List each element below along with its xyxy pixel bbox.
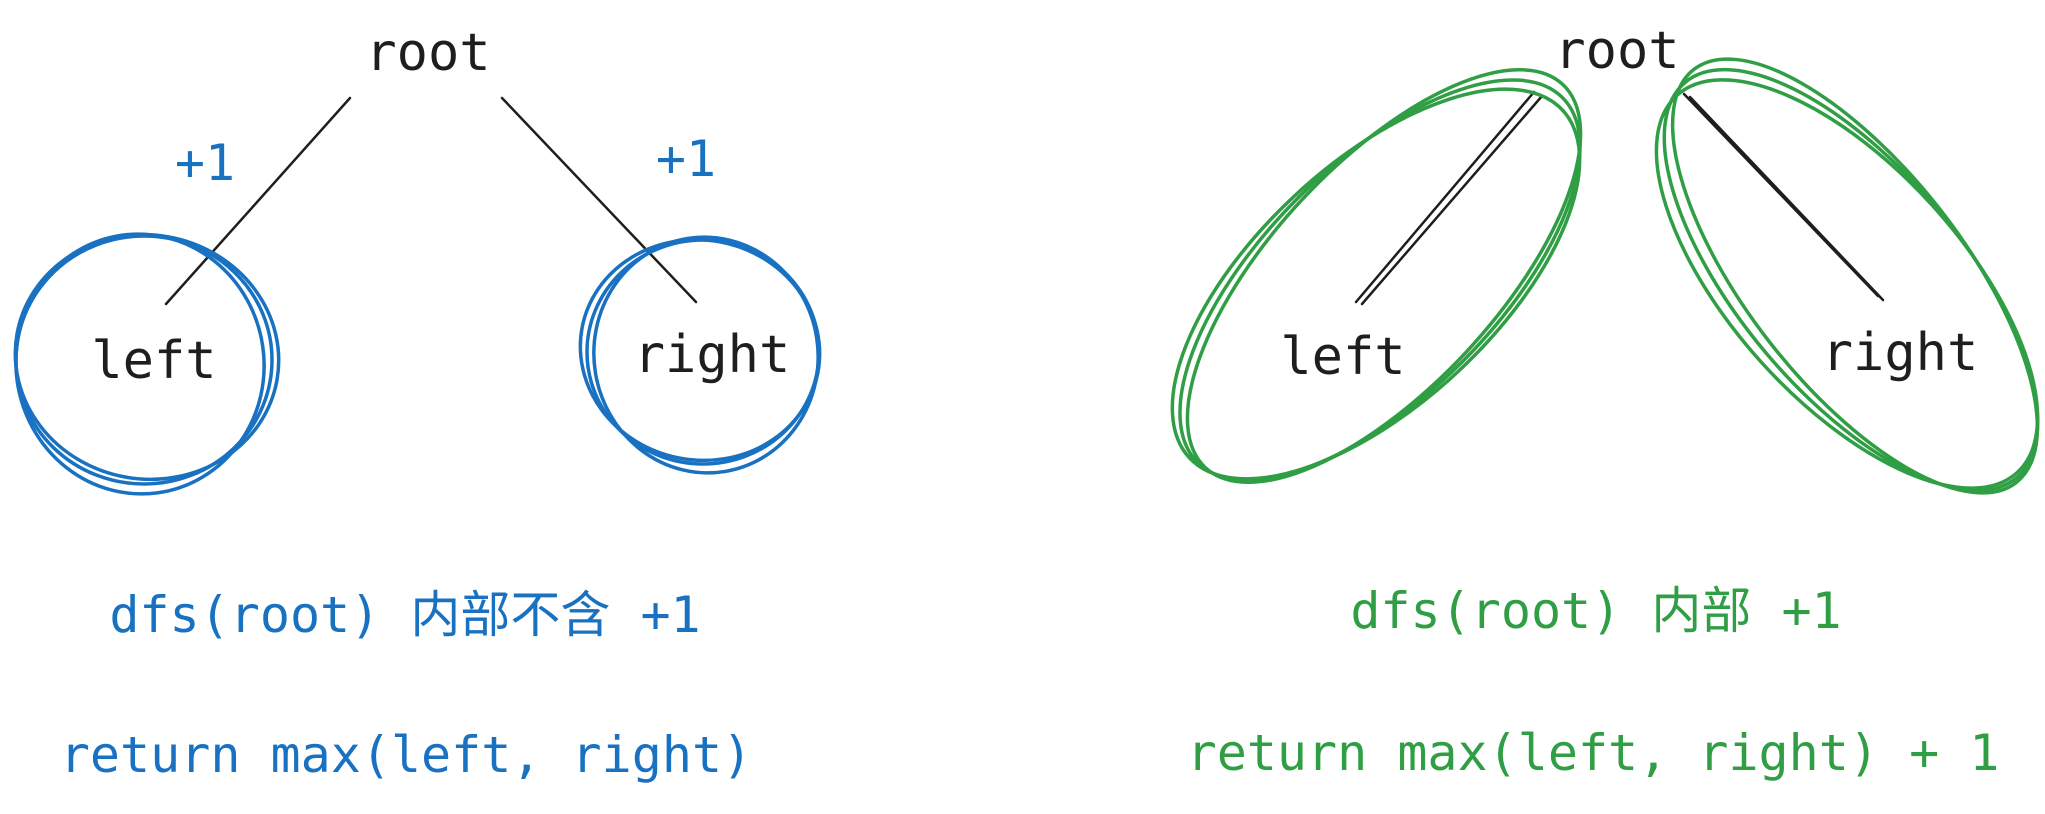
right-panel: root left right dfs(root) 内部 +1 return m… <box>1170 21 2040 782</box>
left-panel-caption-2: return max(left, right) <box>60 726 752 784</box>
right-panel-right-subtree-loop <box>1654 57 2040 495</box>
right-panel-left-label: left <box>1280 327 1405 387</box>
left-panel: root +1 +1 left right dfs(root) 内部不含 +1 … <box>13 23 822 784</box>
left-panel-left-subtree-circle <box>13 232 281 496</box>
left-panel-edge-right-annotation: +1 <box>656 130 716 188</box>
right-panel-right-label: right <box>1822 323 1979 383</box>
right-panel-left-subtree-loop <box>1170 67 1583 485</box>
left-panel-caption-1: dfs(root) 内部不含 +1 <box>109 586 700 644</box>
left-panel-edge-root-right <box>500 96 698 304</box>
left-panel-right-label: right <box>634 325 791 385</box>
left-panel-left-label: left <box>91 331 216 391</box>
left-panel-edge-root-left <box>164 96 352 306</box>
left-panel-edge-left-annotation: +1 <box>175 134 235 192</box>
right-panel-edge-root-right <box>1682 92 1885 302</box>
right-panel-caption-1: dfs(root) 内部 +1 <box>1350 582 1841 640</box>
right-panel-root-label: root <box>1554 21 1679 81</box>
left-panel-root-label: root <box>365 23 490 83</box>
right-panel-caption-2: return max(left, right) + 1 <box>1187 724 2000 782</box>
left-panel-right-subtree-circle <box>578 235 822 475</box>
right-panel-edge-root-left <box>1354 90 1544 306</box>
